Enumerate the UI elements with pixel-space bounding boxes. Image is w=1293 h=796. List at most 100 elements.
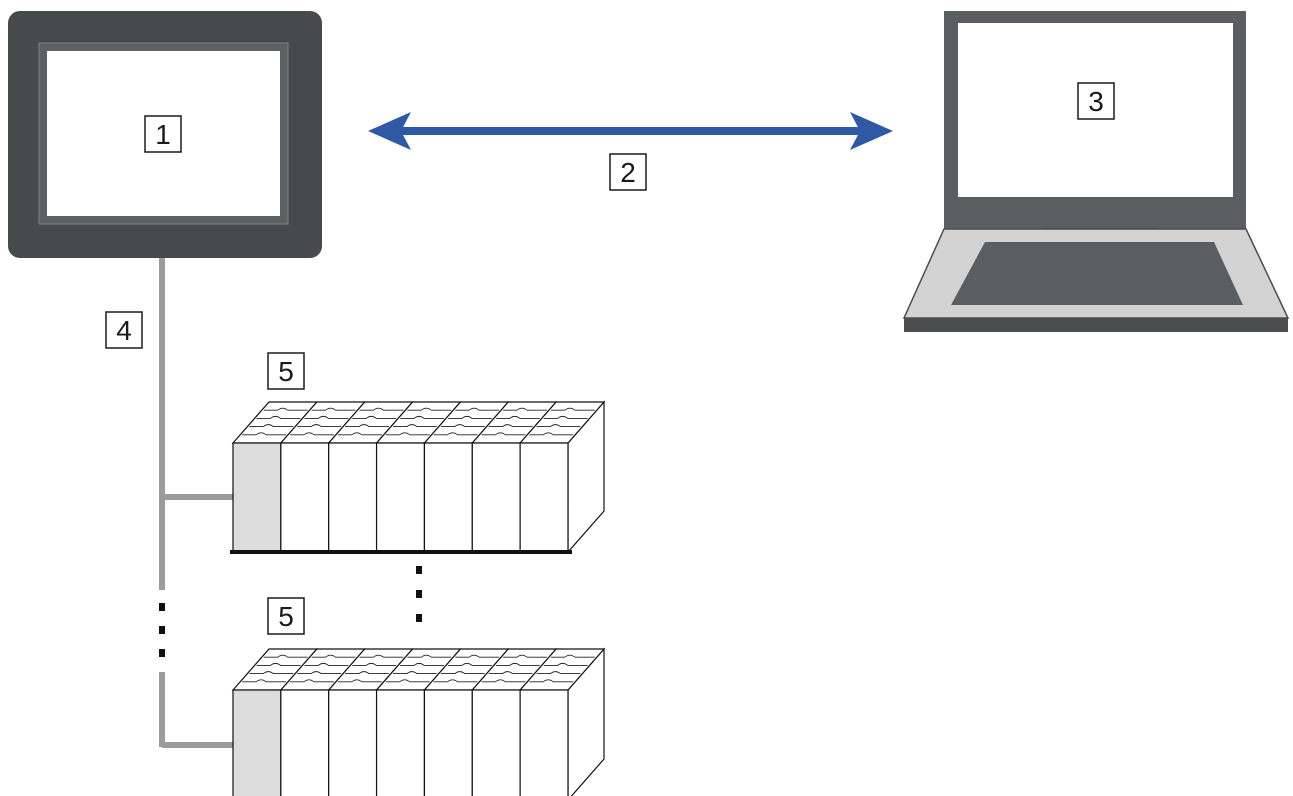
rack-vent-line [495, 415, 540, 419]
rack-power-module [232, 442, 282, 553]
rack-vent-line [311, 407, 356, 411]
bus-line: 4 [105, 258, 233, 748]
rack-vent-line [529, 432, 574, 436]
rack-io-module [519, 689, 569, 796]
rack-vent-line [304, 415, 349, 419]
hmi-panel: 1 [8, 11, 322, 258]
rack-vent-line [337, 432, 382, 436]
rack-vent-line [550, 654, 595, 658]
connection-arrow: 2 [368, 112, 893, 191]
rack-vent-line [503, 654, 547, 658]
arrow-head-right-icon [850, 112, 893, 150]
rack-vent-line [352, 415, 397, 419]
bus-ellipsis-dot [159, 626, 165, 634]
rack-vent-line [488, 424, 533, 428]
rack-vent-line [359, 654, 404, 658]
rack-vent-line [263, 654, 308, 658]
rack-io-module [519, 442, 569, 553]
callout-4: 4 [105, 311, 143, 349]
rack-vent-line [433, 432, 478, 436]
rack-vent-line [481, 432, 526, 436]
rack-vent-line [256, 662, 301, 666]
rack-vent-line [242, 432, 287, 436]
callout-3-label: 3 [1088, 86, 1104, 117]
rack-vent-line [345, 671, 389, 675]
rack-vent-line [304, 662, 349, 666]
rack-vent-line [311, 654, 356, 658]
rack-vent-line [263, 407, 308, 411]
callout-2: 2 [609, 153, 647, 191]
rack-vent-line [529, 679, 574, 683]
rack-modules-top [231, 400, 606, 554]
rack-vent-line [297, 424, 342, 428]
callout-3: 3 [1077, 82, 1115, 120]
callout-5-bottom-label: 5 [278, 601, 294, 632]
rack-vent-line [297, 671, 342, 675]
rack-io-module [423, 442, 473, 553]
rack-vent-line [503, 407, 547, 411]
rack-vent-line [392, 424, 437, 428]
rack-vent-line [256, 415, 301, 419]
bus-ellipsis-dot [159, 603, 165, 611]
io-rack-bottom: 5 [231, 597, 606, 796]
rack-vent-line [433, 679, 478, 683]
arrow-head-left-icon [368, 112, 411, 150]
rack-vent-line [488, 671, 533, 675]
rack-vent-line [345, 424, 389, 428]
rack-vent-line [359, 407, 404, 411]
callout-4-label: 4 [116, 315, 132, 346]
laptop: 3 [902, 11, 1290, 332]
rack-vent-line [385, 432, 430, 436]
rack-ellipsis-dot [416, 566, 422, 574]
rack-vent-line [455, 654, 500, 658]
rack-vent-line [392, 671, 437, 675]
rack-io-module [375, 442, 426, 553]
laptop-base-edge [904, 318, 1288, 332]
rack-io-module [328, 442, 378, 553]
rack-io-module [328, 689, 378, 796]
io-rack-top: 5 [230, 352, 606, 554]
rack-vent-line [290, 679, 334, 683]
rack-vent-line [440, 424, 485, 428]
rack-vent-line [495, 662, 540, 666]
rack-vent-line [400, 415, 445, 419]
rack-vent-line [543, 415, 588, 419]
rack-ellipsis-dot [416, 614, 422, 622]
bus-ellipsis-dot [159, 649, 165, 657]
callout-1-label: 1 [155, 119, 171, 150]
rack-vent-line [249, 424, 294, 428]
rack-io-module [423, 689, 473, 796]
callout-5-bottom: 5 [267, 597, 305, 635]
rack-vent-line [385, 679, 430, 683]
rack-vent-line [536, 671, 581, 675]
rack-vent-line [536, 424, 581, 428]
callout-5-top: 5 [267, 352, 305, 390]
rack-vent-line [407, 407, 452, 411]
rack-io-module [471, 442, 521, 553]
rack-vent-line [400, 662, 445, 666]
callout-5-top-label: 5 [278, 356, 294, 387]
rack-io-module [280, 442, 330, 553]
rack-vent-line [440, 671, 485, 675]
callout-1: 1 [144, 115, 182, 153]
rack-ellipsis [416, 566, 422, 622]
rack-vent-line [249, 671, 294, 675]
rack-vent-line [290, 432, 334, 436]
rack-vent-line [448, 415, 492, 419]
rack-ellipsis-dot [416, 590, 422, 598]
rack-vent-line [242, 679, 287, 683]
laptop-touchpad-area [951, 242, 1243, 305]
rack-vent-line [543, 662, 588, 666]
rack-vent-line [481, 679, 526, 683]
rack-vent-line [407, 654, 452, 658]
rack-modules-bottom [231, 647, 606, 796]
rack-vent-line [337, 679, 382, 683]
rack-vent-line [352, 662, 397, 666]
callout-2-label: 2 [620, 157, 636, 188]
rack-io-module [375, 689, 426, 796]
rack-io-module [280, 689, 330, 796]
rack-power-module [232, 689, 282, 796]
rack-vent-line [448, 662, 492, 666]
rack-io-module [471, 689, 521, 796]
